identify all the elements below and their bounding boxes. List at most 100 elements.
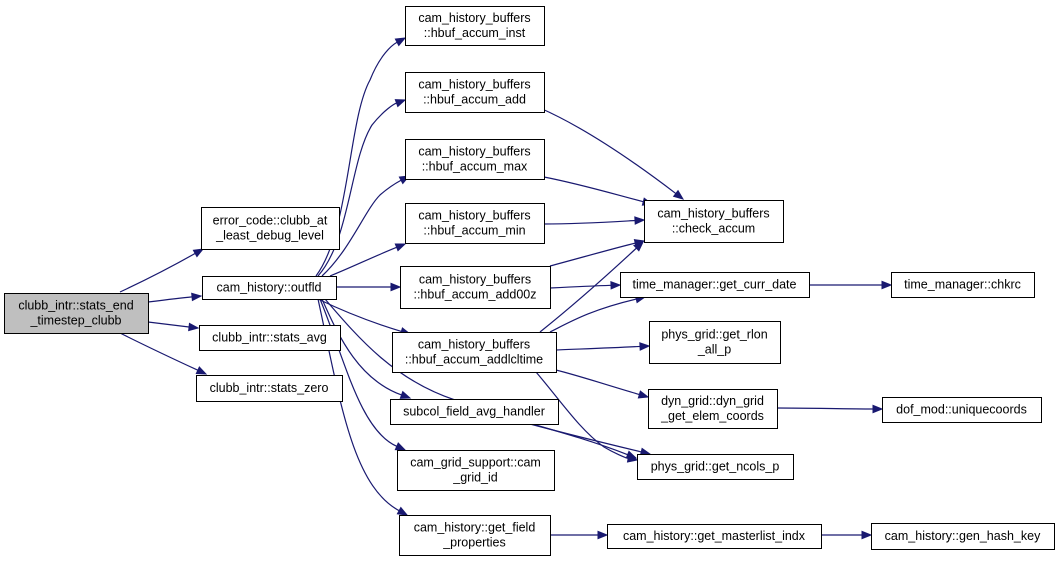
edge-line: [549, 298, 637, 333]
node-check[interactable]: cam_history_buffers::check_accum: [644, 200, 784, 243]
node-label: cam_history::outfld: [217, 281, 322, 295]
arrowhead-icon: [672, 189, 685, 200]
node-label: dof_mod::uniquecoords: [896, 403, 1027, 417]
node-box: [891, 272, 1035, 298]
node-box: [405, 72, 545, 113]
node-min[interactable]: cam_history_buffers::hbuf_accum_min: [405, 203, 545, 244]
node-outfld[interactable]: cam_history::outfld: [202, 276, 337, 300]
node-label: time_manager::get_curr_date: [633, 278, 797, 292]
node-box: [392, 332, 557, 373]
edge-addlcl-to-elem: [555, 369, 650, 399]
node-inst[interactable]: cam_history_buffers::hbuf_accum_inst: [405, 6, 545, 46]
arrowhead-icon: [626, 454, 639, 463]
edge-line: [776, 407, 874, 410]
node-label: clubb_intr::stats_end: [18, 299, 133, 313]
edge-add-to-check: [539, 107, 685, 200]
node-fieldprop[interactable]: cam_history::get_field_properties: [399, 515, 551, 556]
node-hashkey[interactable]: cam_history::gen_hash_key: [871, 523, 1055, 550]
node-addlcl[interactable]: cam_history_buffers::hbuf_accum_addlclti…: [392, 332, 557, 373]
arrowhead-icon: [394, 243, 407, 252]
arrowhead-icon: [192, 248, 205, 258]
node-elem[interactable]: dyn_grid::dyn_grid_get_elem_coords: [648, 389, 778, 429]
edge-line: [549, 284, 612, 289]
edge-root-to-statszero: [119, 332, 208, 375]
node-label: ::hbuf_accum_min: [423, 224, 525, 238]
arrowhead-icon: [861, 530, 873, 540]
node-currdate[interactable]: time_manager::get_curr_date: [620, 272, 810, 298]
node-label: cam_grid_support::cam: [410, 456, 541, 470]
node-label: _least_debug_level: [215, 229, 324, 243]
node-label: time_manager::chkrc: [904, 278, 1021, 292]
edge-line: [319, 298, 398, 447]
node-box: [202, 276, 337, 300]
node-errcode[interactable]: error_code::clubb_at_least_debug_level: [201, 207, 340, 250]
edge-outfld-to-subcol: [321, 298, 412, 399]
edge-root-to-outfld: [147, 292, 203, 303]
node-label: ::hbuf_accum_add: [423, 93, 526, 107]
node-label: _timestep_clubb: [29, 314, 121, 328]
node-box: [400, 266, 551, 309]
node-gridid[interactable]: cam_grid_support::cam_grid_id: [397, 450, 555, 491]
node-label: ::hbuf_accum_add00z: [413, 288, 536, 302]
node-subcol[interactable]: subcol_field_avg_handler: [390, 399, 559, 425]
edge-add00z-to-currdate: [549, 280, 622, 290]
node-chkrc[interactable]: time_manager::chkrc: [891, 272, 1035, 298]
edge-outfld-to-gridid: [319, 298, 407, 451]
edge-min-to-check: [543, 216, 646, 225]
edge-masterlist-to-hashkey: [821, 530, 873, 540]
node-label: cam_history_buffers: [419, 273, 531, 287]
call-graph-nodes: clubb_intr::stats_end_timestep_clubb erro…: [4, 6, 1055, 556]
node-statszero[interactable]: clubb_intr::stats_zero: [196, 375, 343, 402]
edge-outfld-to-add00z: [336, 282, 402, 292]
node-box: [405, 6, 545, 46]
node-label: ::hbuf_accum_inst: [424, 26, 526, 40]
arrowhead-icon: [399, 390, 412, 399]
node-label: _grid_id: [452, 471, 498, 485]
edge-line: [119, 332, 199, 371]
node-label: ::hbuf_accum_addlcltime: [405, 353, 543, 367]
node-label: cam_history_buffers: [657, 207, 769, 221]
node-label: clubb_intr::stats_zero: [210, 381, 329, 395]
node-add[interactable]: cam_history_buffers::hbuf_accum_add: [405, 72, 545, 113]
node-root[interactable]: clubb_intr::stats_end_timestep_clubb: [4, 293, 149, 334]
node-label: cam_history::get_masterlist_indx: [623, 529, 806, 543]
node-rlon[interactable]: phys_grid::get_rlon_all_p: [649, 321, 781, 364]
edge-outfld-to-min: [329, 243, 407, 277]
node-box: [199, 325, 341, 351]
edge-line: [119, 252, 196, 293]
node-statsavg[interactable]: clubb_intr::stats_avg: [199, 325, 341, 351]
arrowhead-icon: [639, 342, 651, 351]
node-add00z[interactable]: cam_history_buffers::hbuf_accum_add00z: [400, 266, 551, 309]
node-label: cam_history::gen_hash_key: [885, 529, 1041, 543]
edge-line: [543, 176, 644, 203]
node-box: [390, 399, 559, 425]
node-label: error_code::clubb_at: [213, 214, 328, 228]
edge-root-to-statsavg: [147, 321, 200, 332]
arrowhead-icon: [872, 404, 884, 414]
node-box: [4, 293, 149, 334]
node-label: phys_grid::get_rlon: [661, 328, 767, 342]
node-ncols[interactable]: phys_grid::get_ncols_p: [637, 454, 794, 480]
edge-line: [555, 369, 640, 396]
node-unique[interactable]: dof_mod::uniquecoords: [882, 397, 1042, 423]
node-label: cam_history_buffers: [418, 11, 530, 25]
arrowhead-icon: [390, 282, 402, 292]
edge-line: [321, 179, 402, 277]
node-label: clubb_intr::stats_avg: [212, 331, 327, 345]
edge-line: [529, 423, 642, 453]
node-label: cam_history_buffers: [418, 338, 530, 352]
node-max[interactable]: cam_history_buffers::hbuf_accum_max: [405, 139, 545, 180]
node-box: [196, 375, 343, 402]
arrowhead-icon: [394, 37, 407, 47]
node-label: cam_history::get_field: [414, 521, 536, 535]
node-box: [644, 200, 784, 243]
arrowhead-icon: [597, 530, 609, 540]
node-label: phys_grid::get_ncols_p: [651, 460, 780, 474]
node-masterlist[interactable]: cam_history::get_masterlist_indx: [607, 524, 822, 549]
node-box: [882, 397, 1042, 423]
edge-elem-to-unique: [776, 404, 884, 414]
edge-line: [555, 345, 641, 351]
edge-line: [321, 298, 402, 396]
edge-fieldprop-to-masterlist: [550, 530, 609, 540]
